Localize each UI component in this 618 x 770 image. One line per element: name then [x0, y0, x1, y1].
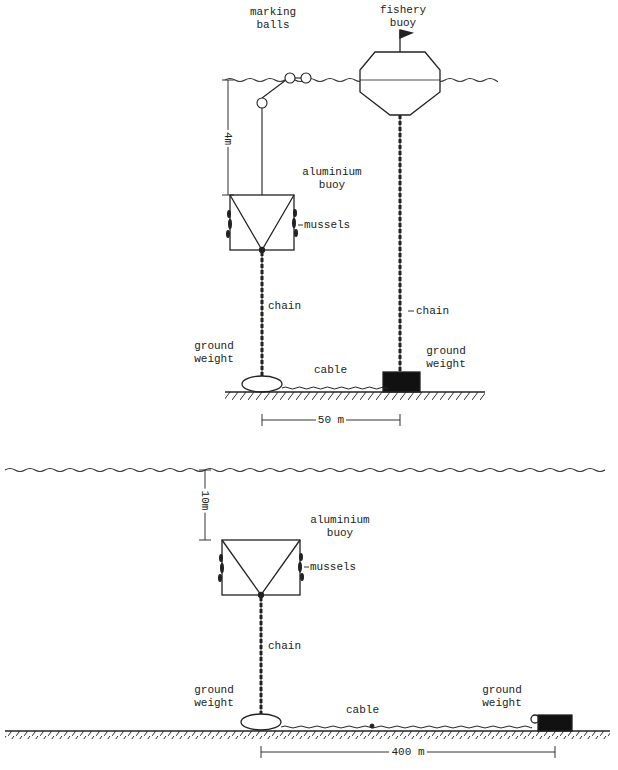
mussels-dash [304, 567, 309, 568]
part-label: mussels [304, 219, 350, 232]
aluminium-buoy [230, 195, 294, 253]
dimension-label: 50 m [316, 414, 346, 427]
part-label: cable [314, 364, 347, 377]
part-label: cable [346, 704, 379, 717]
distance-dimension [262, 414, 400, 426]
part-label: ground weight [190, 684, 238, 710]
chain-dash [408, 311, 414, 312]
ground-weight [241, 714, 572, 731]
part-label: mussels [310, 561, 356, 574]
part-label: chain [268, 640, 301, 653]
mussels-dash [298, 225, 303, 226]
aluminium-buoy [222, 540, 300, 598]
depth-dimension [199, 470, 211, 540]
dimension-label: 4m [221, 129, 234, 146]
seabed [5, 731, 610, 739]
part-label: chain [268, 300, 301, 313]
part-label: chain [416, 305, 449, 318]
mussels [218, 553, 304, 582]
chain [261, 597, 262, 716]
callout-label: marking balls [244, 6, 302, 32]
depth-dimension [222, 80, 234, 195]
cable [282, 387, 388, 389]
chain [262, 115, 400, 378]
mussels [226, 209, 298, 238]
part-label: ground weight [190, 340, 238, 366]
part-label: aluminium buoy [306, 514, 374, 540]
dimension-label: 400 m [389, 746, 426, 759]
cable [281, 724, 532, 728]
dimension-label: 10m [199, 488, 212, 512]
callout-label: fishery buoy [374, 4, 432, 30]
part-label: ground weight [478, 684, 526, 710]
sea-surface [5, 469, 605, 472]
part-label: ground weight [422, 345, 470, 371]
seabed [225, 392, 485, 400]
distance-dimension [261, 746, 555, 758]
fishery-buoy [360, 30, 440, 115]
part-label: aluminium buoy [298, 166, 366, 192]
